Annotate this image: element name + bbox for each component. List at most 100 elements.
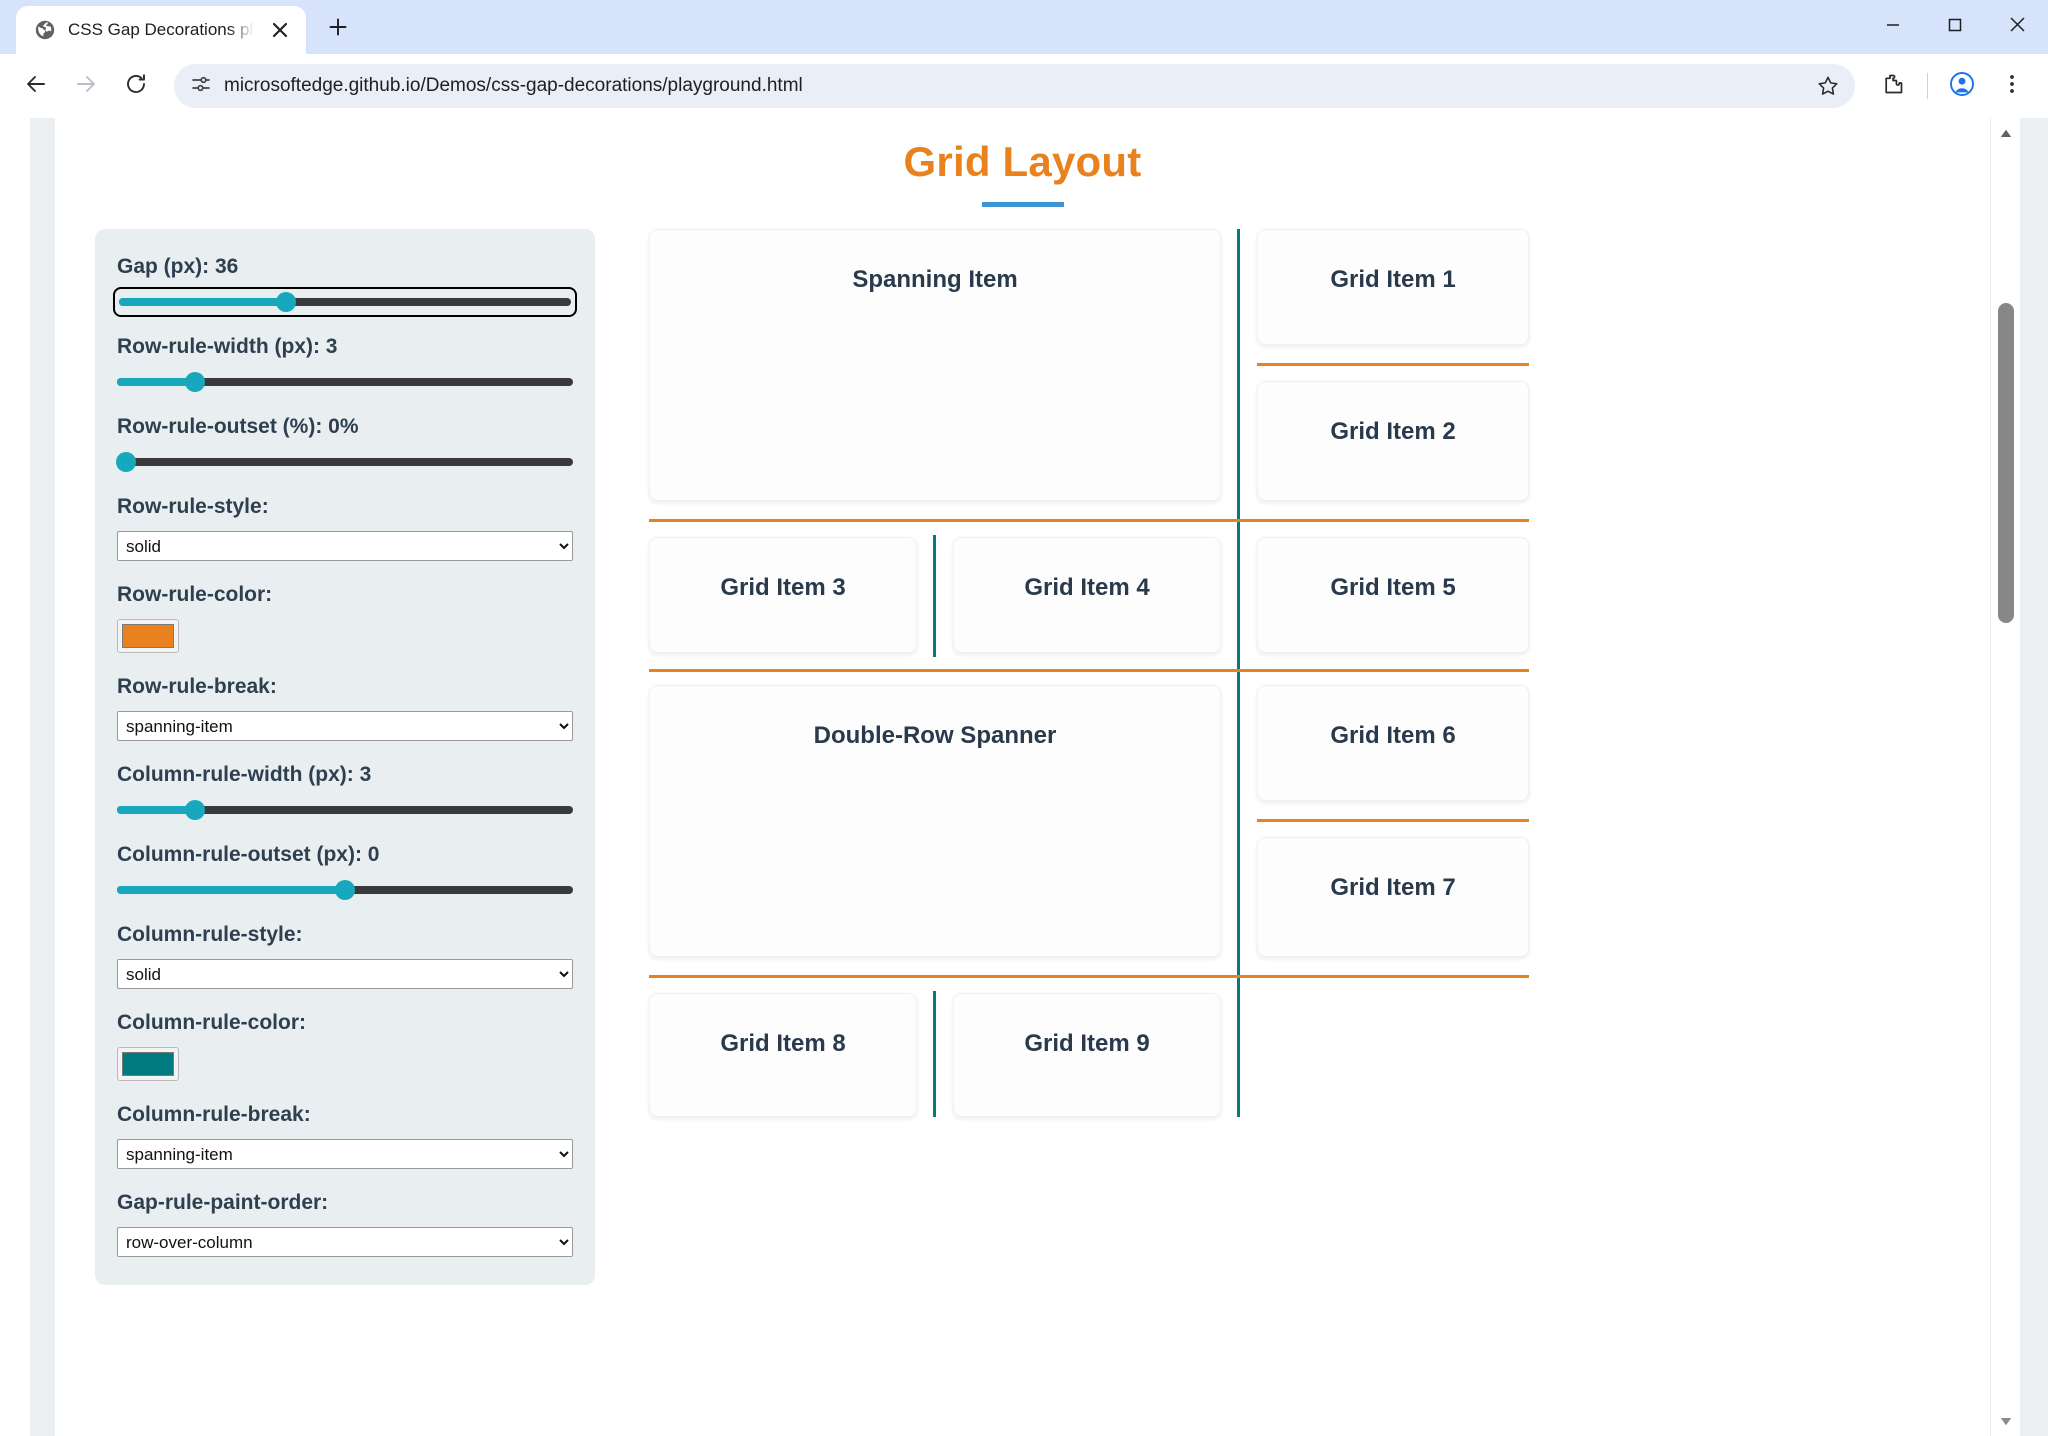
control-gap: Gap (px): 36: [117, 255, 573, 313]
row-rule-outset-label: Row-rule-outset (%): 0%: [117, 415, 573, 439]
slider-thumb[interactable]: [335, 880, 355, 900]
site-settings-icon[interactable]: [190, 73, 212, 100]
row-rule: [1257, 819, 1529, 822]
control-column-rule-width: Column-rule-width (px): 3: [117, 763, 573, 821]
control-row-rule-width: Row-rule-width (px): 3: [117, 335, 573, 393]
row-rule-width-slider[interactable]: [117, 371, 573, 393]
extensions-button[interactable]: [1871, 64, 1915, 108]
row-rule-outset-slider[interactable]: [117, 451, 573, 473]
row-rule-break-select[interactable]: spanning-item: [117, 711, 573, 741]
column-rule-style-select[interactable]: solid: [117, 959, 573, 989]
slider-fill: [119, 298, 288, 306]
column-rule-width-slider[interactable]: [117, 799, 573, 821]
profile-avatar-icon: [1949, 71, 1975, 102]
maximize-icon: [1947, 17, 1963, 38]
column-rule: [933, 535, 936, 657]
window-right-edge: [2020, 118, 2048, 1436]
column-rule-outset-slider[interactable]: [117, 879, 573, 901]
back-arrow-icon: [24, 72, 48, 101]
grid-item: Grid Item 7: [1257, 837, 1529, 957]
reload-button[interactable]: [114, 64, 158, 108]
grid-item: Grid Item 1: [1257, 229, 1529, 345]
gap-rule-paint-order-select[interactable]: row-over-column: [117, 1227, 573, 1257]
grid-item-label: Grid Item 6: [1330, 722, 1455, 750]
row-rule-color-picker[interactable]: [117, 619, 179, 653]
column-rule-outset-label: Column-rule-outset (px): 0: [117, 843, 573, 867]
grid-item-label: Spanning Item: [852, 266, 1017, 294]
slider-thumb[interactable]: [276, 292, 296, 312]
controls-panel: Gap (px): 36 Row-rule-width (px): 3: [95, 229, 595, 1285]
slider-thumb[interactable]: [185, 800, 205, 820]
page-left-gutter: [30, 118, 55, 1436]
window-left-edge: [0, 118, 30, 1436]
minimize-button[interactable]: [1862, 0, 1924, 54]
reload-icon: [124, 72, 148, 101]
grid-item-label: Grid Item 8: [720, 1030, 845, 1058]
scrollbar-thumb[interactable]: [1998, 303, 2014, 623]
grid-item: Grid Item 4: [953, 537, 1221, 653]
grid-item: Grid Item 8: [649, 993, 917, 1117]
browser-menu-button[interactable]: [1990, 64, 2034, 108]
row-rule-style-select[interactable]: solid: [117, 531, 573, 561]
grid-item-label: Grid Item 2: [1330, 418, 1455, 446]
web-page: Grid Layout Gap (px): 36 Row-rule-wi: [55, 118, 1990, 1436]
grid-item: Grid Item 9: [953, 993, 1221, 1117]
three-dot-menu-icon: [2001, 73, 2023, 100]
gap-rule-paint-order-label: Gap-rule-paint-order:: [117, 1191, 573, 1215]
page-content: Gap (px): 36 Row-rule-width (px): 3: [55, 207, 1990, 1289]
row-rule: [1257, 363, 1529, 366]
row-rule: [649, 519, 1529, 522]
page-scrollbar[interactable]: [1990, 118, 2020, 1436]
back-button[interactable]: [14, 64, 58, 108]
column-rule: [933, 991, 936, 1117]
grid-item: Grid Item 2: [1257, 381, 1529, 501]
address-bar[interactable]: microsoftedge.github.io/Demos/css-gap-de…: [174, 64, 1855, 108]
grid-item-label: Grid Item 1: [1330, 266, 1455, 294]
column-rule-break-label: Column-rule-break:: [117, 1103, 573, 1127]
grid-item: Double-Row Spanner: [649, 685, 1221, 957]
grid-item: Grid Item 3: [649, 537, 917, 653]
slider-fill: [117, 886, 345, 894]
scroll-down-arrow-icon[interactable]: [1991, 1406, 2021, 1436]
slider-thumb[interactable]: [116, 452, 136, 472]
gap-label: Gap (px): 36: [117, 255, 573, 279]
column-rule: [1237, 229, 1240, 1117]
window-close-button[interactable]: [1986, 0, 2048, 54]
globe-icon: [34, 19, 56, 41]
browser-toolbar: microsoftedge.github.io/Demos/css-gap-de…: [0, 54, 2048, 118]
window-close-icon: [2009, 16, 2026, 38]
column-rule-width-label: Column-rule-width (px): 3: [117, 763, 573, 787]
toolbar-divider: [1927, 73, 1928, 99]
window-controls: [1862, 0, 2048, 54]
grid-demo: Spanning Item Grid Item 1 Grid Item 2 Grid …: [649, 229, 1935, 1289]
column-rule-color-swatch: [122, 1052, 174, 1076]
extensions-puzzle-icon: [1881, 72, 1905, 101]
browser-tab[interactable]: CSS Gap Decorations playground: [16, 6, 306, 54]
column-rule-style-label: Column-rule-style:: [117, 923, 573, 947]
profile-button[interactable]: [1940, 64, 1984, 108]
row-rule-width-label: Row-rule-width (px): 3: [117, 335, 573, 359]
scroll-up-arrow-icon[interactable]: [1991, 118, 2021, 148]
column-rule-color-picker[interactable]: [117, 1047, 179, 1081]
tab-title: CSS Gap Decorations playground: [68, 20, 254, 40]
forward-button[interactable]: [64, 64, 108, 108]
gap-slider[interactable]: [117, 291, 573, 313]
new-tab-button[interactable]: [318, 9, 358, 49]
column-rule-break-select[interactable]: spanning-item: [117, 1139, 573, 1169]
star-icon[interactable]: [1809, 67, 1847, 105]
close-icon[interactable]: [266, 16, 294, 44]
slider-fill: [117, 806, 195, 814]
grid-item-label: Grid Item 7: [1330, 874, 1455, 902]
plus-icon: [329, 18, 347, 41]
control-row-rule-color: Row-rule-color:: [117, 583, 573, 653]
row-rule-color-swatch: [122, 624, 174, 648]
maximize-button[interactable]: [1924, 0, 1986, 54]
control-row-rule-break: Row-rule-break: spanning-item: [117, 675, 573, 741]
control-row-rule-outset: Row-rule-outset (%): 0%: [117, 415, 573, 473]
control-gap-rule-paint-order: Gap-rule-paint-order: row-over-column: [117, 1191, 573, 1257]
grid-item: Grid Item 6: [1257, 685, 1529, 801]
grid-item-label: Grid Item 9: [1024, 1030, 1149, 1058]
slider-thumb[interactable]: [185, 372, 205, 392]
row-rule-style-label: Row-rule-style:: [117, 495, 573, 519]
